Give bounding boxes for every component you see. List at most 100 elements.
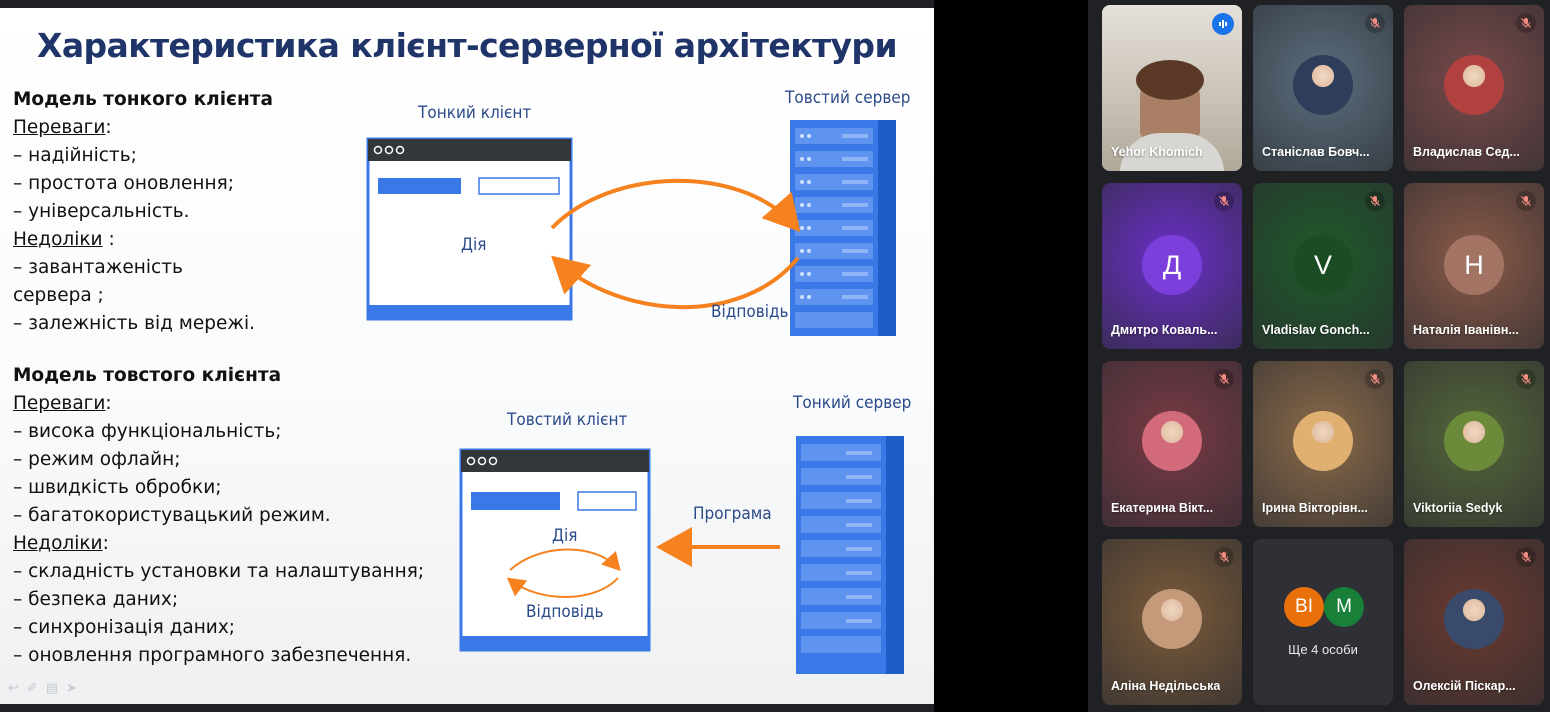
thin-client-label: Тонкий клієнт <box>418 103 532 123</box>
avatar: ВІ <box>1284 587 1324 627</box>
participant-tile[interactable]: Олексій Піскар... <box>1404 539 1544 705</box>
participant-name: Дмитро Коваль... <box>1111 323 1218 337</box>
mic-off-indicator <box>1516 191 1536 211</box>
more-participants-label: Ще 4 особи <box>1288 642 1358 657</box>
thick-pro-item: – багатокористувацький режим. <box>13 505 331 526</box>
thin-model-text: Модель тонкого клієнта Переваги: – надій… <box>13 86 273 338</box>
mic-off-indicator <box>1365 191 1385 211</box>
participant-name: Ірина Вікторівн... <box>1262 501 1368 515</box>
avatar-initial: Н <box>1464 249 1484 280</box>
mic-off-icon <box>1521 552 1531 562</box>
thick-pros-line: Переваги: <box>13 393 112 414</box>
slide-toolbar-icons: ↩✐▤➤ <box>8 680 85 695</box>
participant-name: Наталія Іванівн... <box>1413 323 1519 337</box>
thin-client-window-icon <box>366 137 573 321</box>
thick-con-item: – безпека даних; <box>13 589 179 610</box>
participant-name: Станіслав Бовч... <box>1262 145 1370 159</box>
thin-server-label: Тонкий сервер <box>793 393 912 413</box>
inner-response-label: Відповідь <box>526 602 604 622</box>
client-server-diagram <box>366 120 904 674</box>
thick-server-rack-icon <box>790 120 896 336</box>
avatar <box>1142 589 1202 649</box>
thick-pro-item: – швидкість обробки; <box>13 477 222 498</box>
mic-off-indicator <box>1214 369 1234 389</box>
avatar-initial: ВІ <box>1295 596 1313 617</box>
thick-client-label: Товстий клієнт <box>507 410 628 430</box>
participant-tile[interactable]: Viktoriia Sedyk <box>1404 361 1544 527</box>
avatar <box>1444 55 1504 115</box>
thin-con-item: – завантаженість <box>13 257 183 278</box>
slide-title: Характеристика клієнт-серверної архітект… <box>37 26 898 65</box>
mic-off-indicator <box>1365 369 1385 389</box>
avatar: Н <box>1444 235 1504 295</box>
participant-name: Олексій Піскар... <box>1413 679 1516 693</box>
participant-tile[interactable]: Yehor Khomich <box>1102 5 1242 171</box>
response-arrow <box>551 255 800 310</box>
thin-con-item: – залежність від мережі. <box>13 313 256 334</box>
mic-off-icon <box>1521 196 1531 206</box>
thin-pro-item: – надійність; <box>13 145 137 166</box>
thin-pro-item: – простота оновлення; <box>13 173 234 194</box>
thin-con-item: сервера ; <box>13 285 104 306</box>
avatar <box>1293 411 1353 471</box>
participant-tile[interactable]: Станіслав Бовч... <box>1253 5 1393 171</box>
thick-client-window-icon <box>459 448 651 652</box>
participant-name: Yehor Khomich <box>1111 145 1203 159</box>
avatar <box>1444 411 1504 471</box>
thin-cons-label: Недоліки <box>13 229 103 250</box>
participant-tile[interactable]: Екатерина Вікт... <box>1102 361 1242 527</box>
mic-off-indicator <box>1516 13 1536 33</box>
action-label: Дія <box>461 235 487 255</box>
mic-off-indicator <box>1365 13 1385 33</box>
thick-cons-line: Недоліки: <box>13 533 109 554</box>
thin-model-heading: Модель тонкого клієнта <box>13 89 273 110</box>
participants-panel: Yehor Khomich Станіслав Бовч... Владислав … <box>1088 0 1550 712</box>
thin-pro-item: – універсальність. <box>13 201 190 222</box>
hair <box>1136 60 1204 100</box>
thick-server-label: Товстий сервер <box>785 88 911 108</box>
participant-name: Viktoriia Sedyk <box>1413 501 1503 515</box>
avatar-initial: Д <box>1162 249 1182 280</box>
avatar: V <box>1293 235 1353 295</box>
response-label: Відповідь <box>711 302 789 322</box>
mic-off-indicator <box>1516 369 1536 389</box>
avatar <box>1293 55 1353 115</box>
mic-off-icon <box>1219 552 1229 562</box>
participant-tile[interactable]: Ірина Вікторівн... <box>1253 361 1393 527</box>
mic-off-icon <box>1219 196 1229 206</box>
more-participants-tile[interactable]: ВІ М Ще 4 особи <box>1253 539 1393 705</box>
participant-tile[interactable]: Аліна Недільська <box>1102 539 1242 705</box>
mic-off-icon <box>1370 374 1380 384</box>
thin-server-rack-icon <box>796 436 904 674</box>
avatar: Д <box>1142 235 1202 295</box>
thin-pros-label: Переваги <box>13 117 106 138</box>
thin-cons-line: Недоліки : <box>13 229 115 250</box>
mic-off-icon <box>1219 374 1229 384</box>
thick-con-item: – оновлення програмного забезпечення. <box>13 645 412 666</box>
avatar-initial: М <box>1336 596 1352 617</box>
participant-name: Аліна Недільська <box>1111 679 1221 693</box>
thick-model-text: Модель товстого клієнта Переваги: – висо… <box>13 362 424 670</box>
participant-tile[interactable]: Д Дмитро Коваль... <box>1102 183 1242 349</box>
thick-model-heading: Модель товстого клієнта <box>13 365 282 386</box>
mic-off-indicator <box>1214 547 1234 567</box>
shoulders <box>1120 133 1224 171</box>
mic-off-icon <box>1370 196 1380 206</box>
thick-cons-label: Недоліки <box>13 533 103 554</box>
participant-name: Владислав Сед... <box>1413 145 1520 159</box>
avatar <box>1142 411 1202 471</box>
program-label: Програма <box>693 504 772 524</box>
mic-off-icon <box>1370 18 1380 28</box>
avatar <box>1444 589 1504 649</box>
participant-name: Vladislav Gonch... <box>1262 323 1370 337</box>
thick-pros-label: Переваги <box>13 393 106 414</box>
participant-tile[interactable]: V Vladislav Gonch... <box>1253 183 1393 349</box>
participant-tile[interactable]: Владислав Сед... <box>1404 5 1544 171</box>
mic-off-indicator <box>1516 547 1536 567</box>
avatar: М <box>1324 587 1364 627</box>
participant-tile[interactable]: Н Наталія Іванівн... <box>1404 183 1544 349</box>
shared-presentation-slide: Характеристика клієнт-серверної архітект… <box>0 8 934 704</box>
request-arrow <box>550 178 801 233</box>
avatar-initial: V <box>1313 249 1332 280</box>
speaking-indicator-icon <box>1212 13 1234 35</box>
